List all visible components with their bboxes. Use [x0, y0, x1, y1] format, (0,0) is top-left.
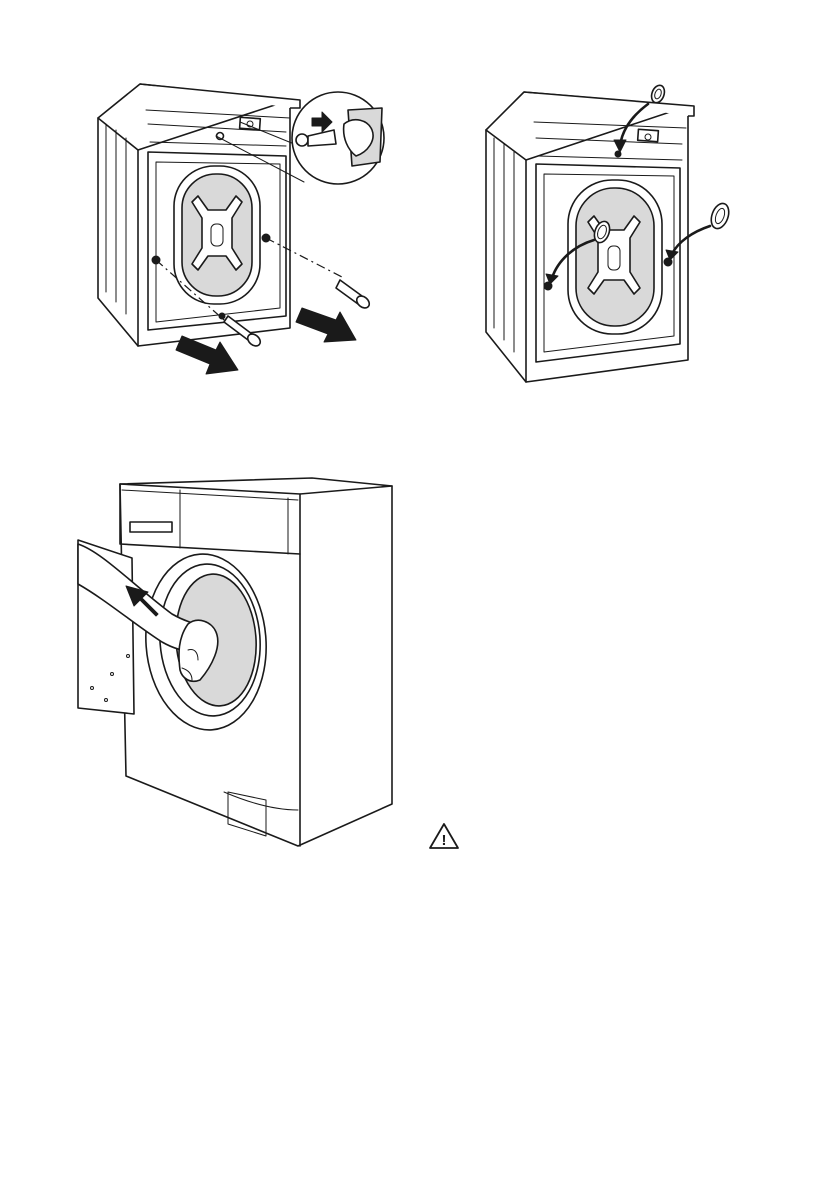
- plastic-caps-illustration: [482, 82, 742, 386]
- transit-bolt-right-icon: [336, 280, 372, 310]
- figure-remove-transit-bolts: [90, 78, 410, 380]
- figure-remove-polystyrene-block: [72, 474, 398, 852]
- detail-callout: [292, 92, 384, 184]
- plastic-cap-top-icon: [649, 83, 666, 104]
- warning-triangle-icon: !: [428, 822, 460, 850]
- drum-back-plate: [568, 180, 662, 334]
- transit-bolts-illustration: [90, 78, 410, 380]
- arrow-down-right-icon: [296, 308, 356, 342]
- plastic-cap-right-icon: [708, 201, 732, 231]
- figure-insert-plastic-caps: [482, 82, 742, 386]
- warning-symbol: !: [442, 832, 447, 849]
- arrow-down-left-icon: [176, 336, 238, 374]
- drum-back-plate: [174, 166, 260, 304]
- control-panel-display: [130, 522, 172, 532]
- warning-notice: !: [428, 822, 460, 850]
- polystyrene-block-illustration: [72, 474, 398, 852]
